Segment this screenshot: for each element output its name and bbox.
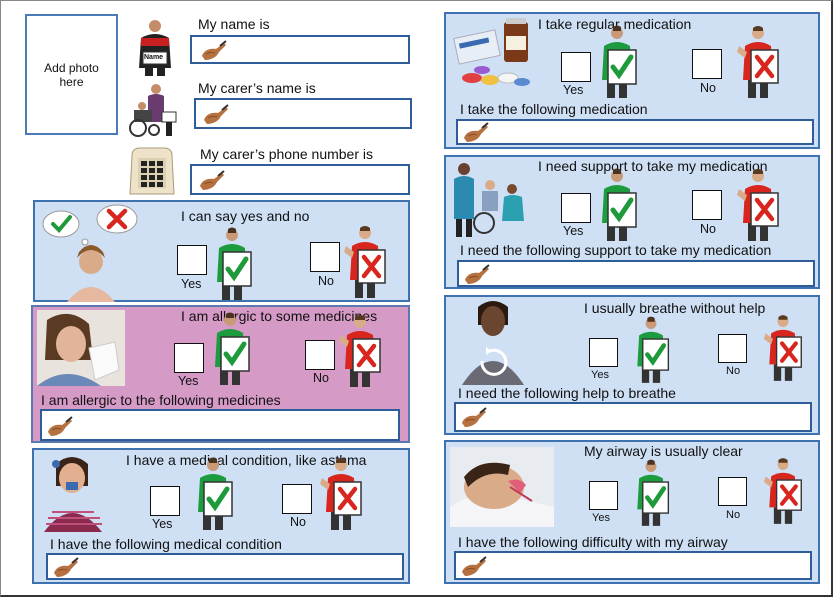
yes-label: Yes	[178, 374, 199, 388]
no-label: No	[318, 274, 334, 288]
telephone-image	[128, 146, 176, 198]
pen-icon	[458, 407, 488, 429]
yes-no-panel: I can say yes and no Yes No	[33, 200, 410, 302]
panel-detail-label: I am allergic to the following medicines	[41, 392, 281, 408]
pen-icon	[200, 104, 230, 126]
yes-checkbox[interactable]	[561, 193, 591, 223]
yes-tick-icon	[594, 167, 640, 243]
carer-name-field[interactable]	[194, 98, 412, 129]
no-cross-icon	[762, 313, 804, 383]
yes-checkbox[interactable]	[150, 486, 180, 516]
panel-detail-label: I need the following support to take my …	[460, 242, 772, 258]
no-cross-icon	[762, 456, 804, 526]
yes-tick-icon	[190, 456, 236, 532]
yes-checkbox[interactable]	[589, 481, 618, 510]
medication-support-field[interactable]	[457, 260, 815, 287]
panel-detail-label: I take the following medication	[460, 101, 648, 117]
add-photo-box[interactable]: Add photo here	[25, 14, 118, 135]
medical-condition-panel: I have a medical condition, like asthma …	[32, 448, 410, 584]
yes-tick-icon	[207, 311, 253, 387]
yes-checkbox[interactable]	[561, 52, 591, 82]
yes-checkbox[interactable]	[177, 245, 207, 275]
yes-label: Yes	[591, 369, 609, 381]
carer-phone-field[interactable]	[190, 164, 410, 195]
panel-title: I can say yes and no	[181, 208, 310, 224]
breathing-help-field[interactable]	[454, 402, 812, 432]
name-label: My name is	[198, 16, 270, 32]
panel-title: I have a medical condition, like asthma	[126, 452, 367, 468]
pen-icon	[50, 557, 80, 579]
airway-image	[450, 447, 554, 527]
no-checkbox[interactable]	[282, 484, 312, 514]
no-cross-icon	[735, 24, 781, 100]
pen-icon	[44, 416, 74, 438]
add-photo-label: Add photo here	[44, 60, 99, 89]
sneezing-woman-image	[37, 310, 125, 386]
panel-detail-label: I need the following help to breathe	[458, 385, 676, 401]
care-support-image	[454, 163, 524, 237]
panel-title: I take regular medication	[538, 16, 692, 32]
no-checkbox[interactable]	[305, 340, 335, 370]
no-label: No	[726, 509, 741, 521]
yes-label: Yes	[563, 224, 584, 238]
panel-title: My airway is usually clear	[584, 443, 743, 459]
medication-details-field[interactable]	[456, 119, 814, 145]
no-label: No	[700, 81, 716, 95]
no-label: No	[700, 222, 716, 236]
no-cross-icon	[318, 456, 364, 532]
breathing-woman-image	[462, 301, 524, 385]
no-cross-icon	[337, 313, 383, 389]
yes-label: Yes	[592, 512, 610, 524]
no-checkbox[interactable]	[310, 242, 340, 272]
yes-checkbox[interactable]	[589, 338, 618, 367]
pen-icon	[198, 40, 228, 62]
carer-phone-label: My carer’s phone number is	[200, 146, 374, 162]
airway-difficulty-field[interactable]	[454, 551, 812, 580]
medical-condition-field[interactable]	[46, 553, 404, 580]
no-checkbox[interactable]	[718, 477, 747, 506]
medication-support-panel: I need support to take my medication Yes…	[444, 155, 820, 289]
medication-image	[453, 18, 530, 86]
name-field[interactable]	[190, 35, 410, 64]
pen-icon	[461, 264, 491, 286]
yes-tick-icon	[209, 226, 255, 302]
regular-medication-panel: I take regular medication Yes No I take …	[444, 12, 820, 149]
inhaler-girl-image	[44, 457, 102, 532]
carer-name-label: My carer’s name is	[198, 80, 316, 96]
pen-icon	[458, 556, 488, 578]
yes-label: Yes	[563, 83, 584, 97]
breathing-panel: I usually breathe without help Yes No I …	[444, 295, 820, 435]
yes-tick-icon	[630, 458, 672, 528]
panel-title: I usually breathe without help	[584, 300, 766, 316]
panel-detail-label: I have the following difficulty with my …	[458, 534, 728, 550]
airway-panel: My airway is usually clear Yes No I have…	[444, 440, 820, 584]
name-sign-text: Name	[144, 54, 164, 61]
pen-icon	[460, 122, 490, 144]
no-cross-icon	[735, 167, 781, 243]
no-checkbox[interactable]	[692, 49, 722, 79]
yes-tick-icon	[630, 315, 672, 385]
worker-name-image: Name	[135, 18, 175, 76]
allergy-panel: I am allergic to some medicines Yes No I…	[31, 305, 410, 443]
panel-title: I need support to take my medication	[538, 158, 768, 174]
no-checkbox[interactable]	[718, 334, 747, 363]
thinking-woman-image	[42, 204, 138, 302]
no-label: No	[726, 365, 741, 377]
yes-checkbox[interactable]	[174, 343, 204, 373]
yes-tick-icon	[594, 24, 640, 100]
yes-label: Yes	[181, 277, 202, 291]
carer-image	[128, 82, 178, 138]
no-cross-icon	[342, 224, 388, 300]
pen-icon	[196, 170, 226, 192]
panel-detail-label: I have the following medical condition	[50, 536, 282, 552]
no-label: No	[290, 515, 306, 529]
no-checkbox[interactable]	[692, 190, 722, 220]
yes-label: Yes	[152, 517, 173, 531]
allergy-details-field[interactable]	[40, 409, 400, 441]
no-label: No	[313, 371, 329, 385]
